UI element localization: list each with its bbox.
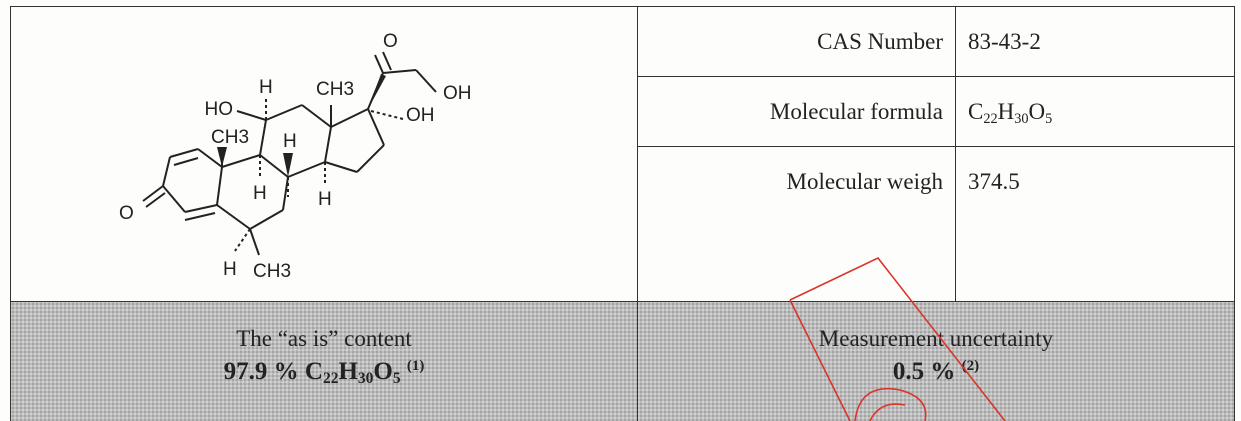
property-table: CAS Number 83-43-2 Molecular formula C22… xyxy=(638,7,1234,301)
ketone-oxygen-label: O xyxy=(383,31,398,52)
structure-cell: O OH OH HO H CH3 CH3 H H H O H CH3 xyxy=(11,7,638,301)
chain-hydroxyl-label: OH xyxy=(443,83,472,104)
c8-hydrogen-label: H xyxy=(283,131,297,152)
c11-hydrogen-label: H xyxy=(259,77,273,98)
molecular-weight-value: 374.5 xyxy=(968,169,1020,194)
property-row-cas: CAS Number 83-43-2 xyxy=(638,7,1234,77)
content-cell: The “as is” content 97.9 % C22H30O5 (1) xyxy=(11,302,638,421)
c14-hydrogen-label: H xyxy=(318,189,332,210)
content-value: 97.9 % C22H30O5 (1) xyxy=(223,358,425,387)
uncertainty-caption: Measurement uncertainty xyxy=(818,326,1054,351)
assay-row: The “as is” content 97.9 % C22H30O5 (1) … xyxy=(11,302,1234,421)
c3-oxygen-label: O xyxy=(119,203,134,224)
property-label: Molecular formula xyxy=(638,77,956,146)
c17-hydroxyl-label: OH xyxy=(406,105,435,126)
content-caption: The “as is” content xyxy=(236,326,412,351)
certificate-table: O OH OH HO H CH3 CH3 H H H O H CH3 CAS N… xyxy=(10,6,1235,421)
c10-methyl-label: CH3 xyxy=(211,127,249,148)
structural-formula: O OH OH HO H CH3 CH3 H H H O H CH3 xyxy=(119,31,472,282)
property-row-weight: Molecular weigh 374.5 xyxy=(638,147,1234,301)
c6-methyl-label: CH3 xyxy=(253,261,291,282)
molecular-formula-value: C22H30O5 xyxy=(968,99,1053,127)
property-row-formula: Molecular formula C22H30O5 xyxy=(638,77,1234,147)
identity-row: O OH OH HO H CH3 CH3 H H H O H CH3 CAS N… xyxy=(11,7,1234,302)
uncertainty-cell: Measurement uncertainty 0.5 % (2) xyxy=(638,302,1234,421)
property-label: CAS Number xyxy=(638,7,956,76)
c6-hydrogen-label: H xyxy=(223,259,237,280)
cas-number-value: 83-43-2 xyxy=(968,29,1041,54)
c11-hydroxyl-label: HO xyxy=(205,99,234,120)
property-label: Molecular weigh xyxy=(638,147,956,301)
c13-methyl-label: CH3 xyxy=(316,79,354,100)
footnote-ref-2: (2) xyxy=(961,358,980,374)
footnote-ref-1: (1) xyxy=(406,358,425,374)
uncertainty-value: 0.5 % (2) xyxy=(892,358,980,385)
c9-hydrogen-label: H xyxy=(253,183,267,204)
